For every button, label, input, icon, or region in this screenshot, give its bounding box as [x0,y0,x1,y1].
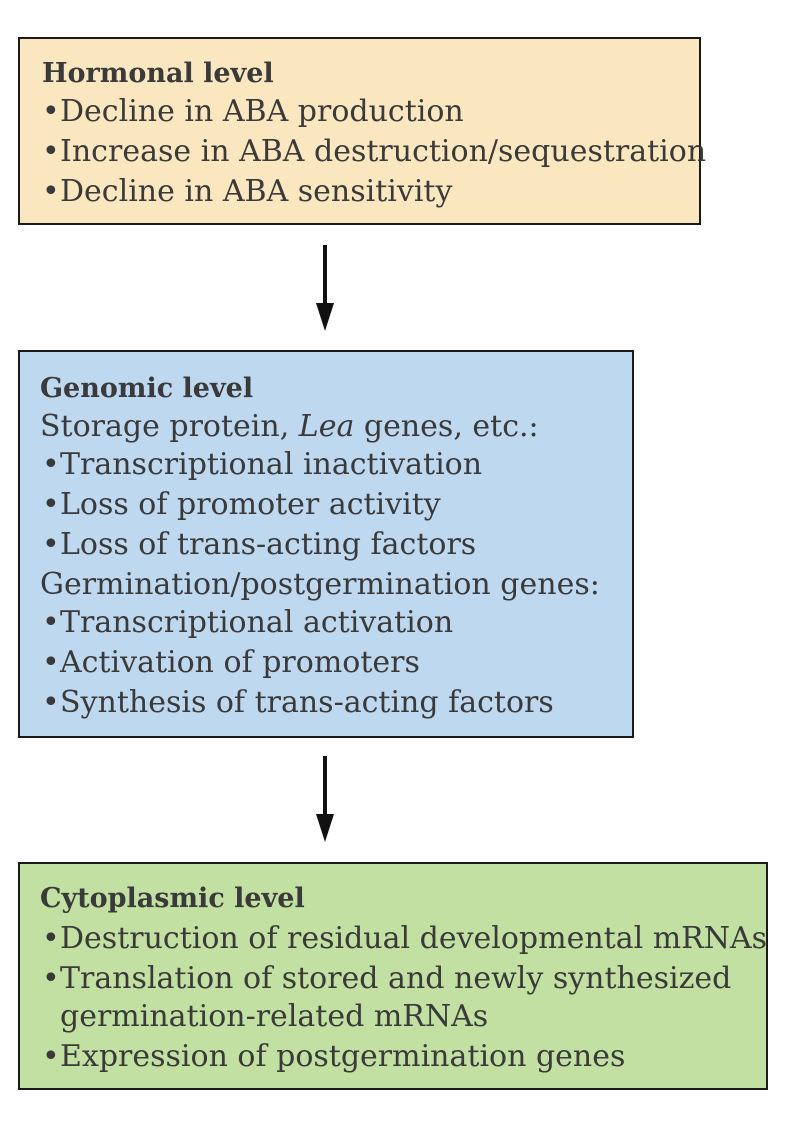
cytoplasmic-item-continuation: germination-related mRNAs [60,999,489,1034]
genomic-level-box: Genomic level Storage protein, Lea genes… [18,350,634,738]
genomic-level-title: Genomic level [40,373,254,404]
cytoplasmic-item: •Expression of postgermination genes [42,1040,625,1074]
genomic-item-text: Synthesis of trans-acting factors [60,685,554,720]
hormonal-item: •Decline in ABA sensitivity [42,175,452,209]
group1-heading-prefix: Storage protein, [40,409,299,444]
genomic-item: •Transcriptional inactivation [42,448,482,482]
hormonal-item: •Decline in ABA production [42,95,464,129]
bullet-icon: • [42,1039,60,1074]
genomic-item: •Synthesis of trans-acting factors [42,686,554,720]
genomic-item: •Transcriptional activation [42,606,453,640]
bullet-icon: • [42,645,60,680]
hormonal-level-title: Hormonal level [42,58,274,89]
genomic-group2-heading: Germination/postgermination genes: [40,567,600,602]
bullet-icon: • [42,447,60,482]
cytoplasmic-item-text: Translation of stored and newly synthesi… [60,961,732,996]
bullet-icon: • [42,527,60,562]
bullet-icon: • [42,921,60,956]
genomic-group1-heading: Storage protein, Lea genes, etc.: [40,410,539,444]
cytoplasmic-item: •Translation of stored and newly synthes… [42,962,731,996]
hormonal-item-text: Decline in ABA production [60,94,464,129]
lea-genes-label: Lea [298,409,355,444]
cytoplasmic-level-box: Cytoplasmic level •Destruction of residu… [18,862,768,1090]
bullet-icon: • [42,94,60,129]
down-arrow-icon [316,245,334,331]
bullet-icon: • [42,685,60,720]
bullet-icon: • [42,134,60,169]
bullet-icon: • [42,961,60,996]
cytoplasmic-item-text: Destruction of residual developmental mR… [60,921,768,956]
hormonal-level-box: Hormonal level •Decline in ABA productio… [18,37,706,225]
bullet-icon: • [42,174,60,209]
hormonal-item-text: Increase in ABA destruction/sequestratio… [60,134,707,169]
cytoplasmic-item: •Destruction of residual developmental m… [42,922,767,956]
genomic-item-text: Transcriptional activation [60,605,454,640]
hormonal-item: •Increase in ABA destruction/sequestrati… [42,135,706,169]
cytoplasmic-level-title: Cytoplasmic level [40,883,305,914]
genomic-item: •Activation of promoters [42,646,420,680]
bullet-icon: • [42,605,60,640]
bullet-icon: • [42,487,60,522]
genomic-item-text: Loss of trans-acting factors [60,527,477,562]
genomic-item-text: Activation of promoters [60,645,420,680]
hormonal-item-text: Decline in ABA sensitivity [60,174,453,209]
down-arrow-icon [316,756,334,842]
genomic-item: •Loss of trans-acting factors [42,528,476,562]
genomic-item: •Loss of promoter activity [42,488,441,522]
cytoplasmic-item-text: Expression of postgermination genes [60,1039,626,1074]
group1-heading-suffix: genes, etc.: [354,409,539,444]
genomic-item-text: Loss of promoter activity [60,487,441,522]
genomic-item-text: Transcriptional inactivation [60,447,483,482]
